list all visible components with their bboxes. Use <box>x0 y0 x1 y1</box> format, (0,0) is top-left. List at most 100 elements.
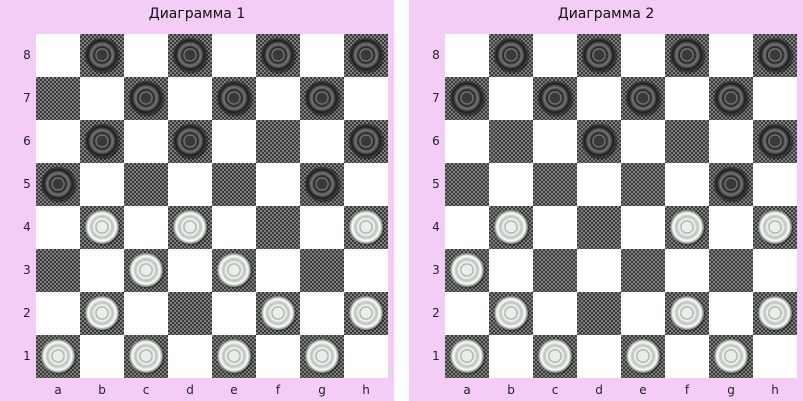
square-e3[interactable] <box>212 249 256 292</box>
square-d6[interactable] <box>168 120 212 163</box>
square-b8[interactable] <box>80 34 124 77</box>
square-c4[interactable] <box>124 206 168 249</box>
white-checker-h2[interactable] <box>349 296 383 330</box>
square-a8[interactable] <box>445 34 489 77</box>
square-c7[interactable] <box>124 77 168 120</box>
square-c6[interactable] <box>533 120 577 163</box>
square-g3[interactable] <box>709 249 753 292</box>
square-c7[interactable] <box>533 77 577 120</box>
white-checker-f2[interactable] <box>670 296 704 330</box>
square-a6[interactable] <box>445 120 489 163</box>
white-checker-b2[interactable] <box>85 296 119 330</box>
square-h7[interactable] <box>344 77 388 120</box>
square-a2[interactable] <box>445 292 489 335</box>
square-g2[interactable] <box>300 292 344 335</box>
square-e5[interactable] <box>212 163 256 206</box>
square-c2[interactable] <box>124 292 168 335</box>
square-d5[interactable] <box>577 163 621 206</box>
white-checker-g1[interactable] <box>305 339 339 373</box>
white-checker-a1[interactable] <box>41 339 75 373</box>
square-b7[interactable] <box>489 77 533 120</box>
square-h6[interactable] <box>753 120 797 163</box>
square-h5[interactable] <box>344 163 388 206</box>
square-b3[interactable] <box>80 249 124 292</box>
square-f6[interactable] <box>665 120 709 163</box>
square-g3[interactable] <box>300 249 344 292</box>
square-h4[interactable] <box>344 206 388 249</box>
square-e8[interactable] <box>621 34 665 77</box>
black-checker-h8[interactable] <box>349 38 383 72</box>
square-g7[interactable] <box>300 77 344 120</box>
square-e4[interactable] <box>621 206 665 249</box>
square-c6[interactable] <box>124 120 168 163</box>
black-checker-h6[interactable] <box>349 124 383 158</box>
white-checker-a1[interactable] <box>450 339 484 373</box>
square-a6[interactable] <box>36 120 80 163</box>
square-d5[interactable] <box>168 163 212 206</box>
square-b4[interactable] <box>80 206 124 249</box>
square-f1[interactable] <box>256 335 300 378</box>
square-h7[interactable] <box>753 77 797 120</box>
square-f8[interactable] <box>256 34 300 77</box>
square-c5[interactable] <box>124 163 168 206</box>
square-g6[interactable] <box>709 120 753 163</box>
black-checker-g7[interactable] <box>305 81 339 115</box>
white-checker-a3[interactable] <box>450 253 484 287</box>
square-d4[interactable] <box>168 206 212 249</box>
black-checker-h8[interactable] <box>758 38 792 72</box>
square-h8[interactable] <box>344 34 388 77</box>
square-c4[interactable] <box>533 206 577 249</box>
square-b2[interactable] <box>489 292 533 335</box>
square-b8[interactable] <box>489 34 533 77</box>
square-g2[interactable] <box>709 292 753 335</box>
square-g5[interactable] <box>300 163 344 206</box>
square-h3[interactable] <box>753 249 797 292</box>
square-h5[interactable] <box>753 163 797 206</box>
white-checker-e1[interactable] <box>626 339 660 373</box>
square-h1[interactable] <box>753 335 797 378</box>
white-checker-f2[interactable] <box>261 296 295 330</box>
square-h4[interactable] <box>753 206 797 249</box>
square-a1[interactable] <box>445 335 489 378</box>
white-checker-h4[interactable] <box>349 210 383 244</box>
black-checker-c7[interactable] <box>538 81 572 115</box>
square-g6[interactable] <box>300 120 344 163</box>
square-e5[interactable] <box>621 163 665 206</box>
black-checker-b8[interactable] <box>85 38 119 72</box>
white-checker-c1[interactable] <box>129 339 163 373</box>
square-f5[interactable] <box>665 163 709 206</box>
square-b5[interactable] <box>489 163 533 206</box>
square-g4[interactable] <box>300 206 344 249</box>
white-checker-b4[interactable] <box>85 210 119 244</box>
square-a4[interactable] <box>36 206 80 249</box>
square-b1[interactable] <box>80 335 124 378</box>
square-a5[interactable] <box>36 163 80 206</box>
square-d1[interactable] <box>577 335 621 378</box>
square-e6[interactable] <box>212 120 256 163</box>
square-d2[interactable] <box>168 292 212 335</box>
square-h3[interactable] <box>344 249 388 292</box>
square-e3[interactable] <box>621 249 665 292</box>
square-a5[interactable] <box>445 163 489 206</box>
square-a1[interactable] <box>36 335 80 378</box>
black-checker-b8[interactable] <box>494 38 528 72</box>
white-checker-e1[interactable] <box>217 339 251 373</box>
square-f6[interactable] <box>256 120 300 163</box>
black-checker-b6[interactable] <box>85 124 119 158</box>
square-d7[interactable] <box>577 77 621 120</box>
square-h2[interactable] <box>753 292 797 335</box>
square-d3[interactable] <box>168 249 212 292</box>
black-checker-a7[interactable] <box>450 81 484 115</box>
white-checker-g1[interactable] <box>714 339 748 373</box>
square-b4[interactable] <box>489 206 533 249</box>
black-checker-e7[interactable] <box>217 81 251 115</box>
square-a7[interactable] <box>36 77 80 120</box>
black-checker-d8[interactable] <box>582 38 616 72</box>
square-d7[interactable] <box>168 77 212 120</box>
square-f7[interactable] <box>665 77 709 120</box>
square-c8[interactable] <box>124 34 168 77</box>
square-g4[interactable] <box>709 206 753 249</box>
black-checker-g5[interactable] <box>305 167 339 201</box>
square-e8[interactable] <box>212 34 256 77</box>
square-a3[interactable] <box>445 249 489 292</box>
